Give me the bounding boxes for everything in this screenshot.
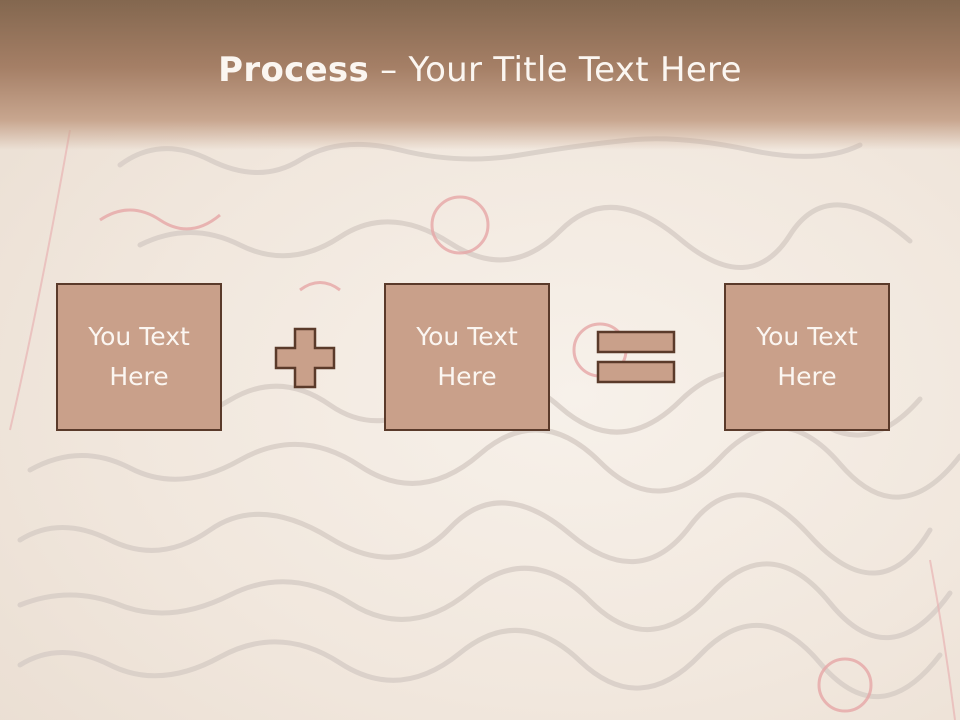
title-rest: – Your Title Text Here xyxy=(369,50,742,90)
process-box-2: You Text Here xyxy=(384,283,550,431)
process-box-3-text: You Text Here xyxy=(756,322,858,391)
process-box-3: You Text Here xyxy=(724,283,890,431)
plus-icon xyxy=(274,327,336,389)
equals-icon xyxy=(596,330,676,384)
process-box-1-text: You Text Here xyxy=(88,322,190,391)
slide-title: Process – Your Title Text Here xyxy=(0,50,960,90)
process-box-2-text: You Text Here xyxy=(416,322,518,391)
title-strong: Process xyxy=(218,50,370,90)
title-bar xyxy=(0,0,960,150)
process-box-1: You Text Here xyxy=(56,283,222,431)
